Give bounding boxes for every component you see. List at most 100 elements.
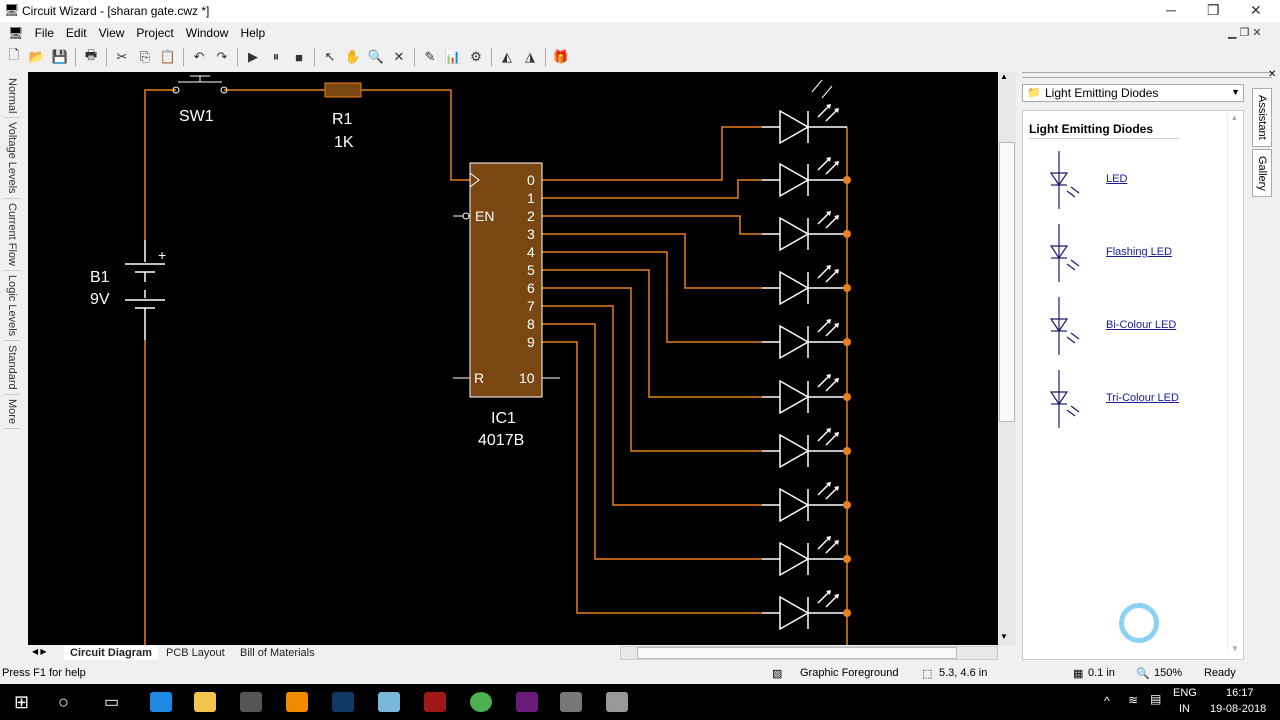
animate-icon[interactable]	[424, 692, 446, 712]
copy-icon[interactable]: ⎘	[139, 49, 151, 64]
doc-icon[interactable]: 🖥	[8, 26, 24, 40]
circuit-wizard-taskbar-icon[interactable]	[560, 692, 582, 712]
character-animator-icon[interactable]	[516, 692, 538, 712]
resistor-value: 1K	[334, 134, 354, 151]
vlc-icon[interactable]	[286, 692, 308, 712]
menu-edit[interactable]: Edit	[65, 26, 87, 40]
open-icon[interactable]: 📂	[28, 49, 46, 64]
clock-input-icon	[469, 172, 480, 188]
photoshop-icon[interactable]	[332, 692, 354, 712]
app-icon-blue[interactable]	[378, 692, 400, 712]
panel-tab-gallery[interactable]: Gallery	[1252, 148, 1272, 198]
tray-chevron-icon[interactable]: ^	[1104, 694, 1110, 708]
search-icon[interactable]: ○	[58, 692, 69, 712]
recorder-icon[interactable]	[606, 692, 628, 712]
save-icon[interactable]: 💾	[51, 49, 69, 64]
chevron-down-icon[interactable]: ▼	[1231, 87, 1240, 97]
menu-file[interactable]: File	[34, 26, 54, 40]
gallery-item-link[interactable]: Bi-Colour LED	[1106, 319, 1177, 331]
probe-icon[interactable]: ✎	[424, 49, 436, 64]
gallery-scrollbar[interactable]: ▲▼	[1227, 113, 1241, 653]
menu-help[interactable]: Help	[240, 26, 266, 40]
zoom-icon[interactable]: 🔍	[367, 49, 385, 64]
category-dropdown[interactable]: 📁 Light Emitting Diodes ▼	[1022, 84, 1244, 102]
led	[762, 428, 847, 469]
task-view-icon[interactable]: ▭	[104, 694, 120, 711]
print-icon[interactable]: 🖶	[84, 47, 98, 62]
gallery-item[interactable]: LED	[1023, 149, 1223, 219]
led	[762, 590, 847, 631]
select-icon[interactable]: ↖	[324, 49, 336, 64]
minimize-button[interactable]: ─	[1166, 2, 1176, 18]
gallery-item-link[interactable]: LED	[1106, 173, 1128, 185]
view-tab-logic-levels[interactable]: Logic Levels	[4, 271, 20, 342]
new-icon[interactable]: 🗋	[8, 47, 20, 62]
vertical-scrollbar[interactable]: ▲ ▼	[998, 72, 1016, 645]
status-bar: Press F1 for help ▨ Graphic Foreground ⬚…	[0, 664, 1280, 684]
windows-start-icon[interactable]: ⊞	[14, 692, 30, 712]
graph-icon[interactable]: 📊	[444, 49, 462, 64]
menu-project[interactable]: Project	[136, 26, 174, 40]
restore-button[interactable]: ❐	[1207, 2, 1220, 18]
toolbar-separator	[75, 48, 76, 66]
view-tab-current-flow[interactable]: Current Flow	[4, 199, 20, 271]
menu-window[interactable]: Window	[185, 26, 229, 40]
circuit-icon[interactable]: ⚙	[470, 49, 482, 64]
gallery-item[interactable]: Bi-Colour LED	[1023, 295, 1223, 365]
tab-bill-of-materials[interactable]: Bill of Materials	[240, 647, 315, 659]
horizontal-scrollbar[interactable]	[620, 646, 998, 660]
output-pin-label: 5	[527, 262, 535, 278]
tab-pcb-layout[interactable]: PCB Layout	[166, 647, 225, 659]
tab-circuit-diagram[interactable]: Circuit Diagram	[64, 646, 158, 660]
wifi-icon[interactable]: ≋	[1128, 693, 1139, 707]
gallery-icon[interactable]: 🎁	[552, 49, 570, 64]
toolbar-separator	[414, 48, 415, 66]
rotate-left-icon[interactable]: ◭	[502, 49, 512, 64]
undo-icon[interactable]: ↶	[193, 49, 205, 64]
gallery-item[interactable]: Flashing LED	[1023, 222, 1223, 292]
paste-icon[interactable]: 📋	[159, 49, 177, 64]
notification-icon[interactable]: ▤	[1150, 692, 1162, 706]
scroll-thumb[interactable]	[999, 142, 1015, 422]
category-value: Light Emitting Diodes	[1045, 86, 1159, 100]
hscroll-thumb[interactable]	[637, 647, 957, 659]
gallery-item-link[interactable]: Tri-Colour LED	[1106, 392, 1179, 404]
pan-hand-icon[interactable]: ✋	[344, 49, 362, 64]
clock-time[interactable]: 16:17	[1226, 687, 1254, 699]
file-explorer-icon[interactable]	[194, 692, 216, 712]
play-icon[interactable]: ▶	[248, 49, 258, 64]
edge-icon[interactable]	[150, 692, 172, 712]
store-icon[interactable]	[240, 692, 262, 712]
chrome-icon[interactable]	[470, 692, 492, 712]
panel-grip[interactable]	[1022, 72, 1272, 78]
pause-icon[interactable]: ⏸	[272, 49, 280, 64]
clock-date[interactable]: 19-08-2018	[1210, 703, 1267, 715]
menu-view[interactable]: View	[98, 26, 125, 40]
view-tab-standard[interactable]: Standard	[4, 341, 20, 395]
rotate-right-icon[interactable]: ◮	[525, 49, 535, 64]
scroll-down-icon[interactable]: ▼	[1000, 632, 1008, 641]
view-tab-normal[interactable]: Normal	[4, 74, 20, 119]
panel-tab-assistant[interactable]: Assistant	[1252, 88, 1272, 147]
cut-icon[interactable]: ✂	[116, 49, 128, 64]
tab-prev-icon[interactable]: ◀ ▶	[32, 647, 47, 656]
gallery-item[interactable]: Tri-Colour LED	[1023, 368, 1223, 438]
close-button[interactable]: ✕	[1250, 2, 1262, 18]
lang-1[interactable]: ENG	[1173, 687, 1197, 699]
switch-actuator	[178, 75, 222, 83]
lang-2[interactable]: IN	[1179, 703, 1190, 715]
view-tab-voltage-levels[interactable]: Voltage Levels	[4, 118, 20, 200]
stop-icon[interactable]: ■	[295, 49, 303, 65]
scroll-up-icon[interactable]: ▲	[1000, 72, 1008, 81]
panel-close-icon[interactable]: ✕	[1268, 69, 1277, 80]
view-tab-more[interactable]: More	[4, 395, 20, 429]
mdi-controls[interactable]: ▁ ❐ ✕	[1228, 27, 1262, 39]
gallery-item-link[interactable]: Flashing LED	[1106, 246, 1173, 258]
redo-icon[interactable]: ↷	[216, 49, 228, 64]
junction-dot	[843, 230, 851, 238]
cursor-busy-indicator	[1119, 603, 1159, 643]
delete-icon[interactable]: ✕	[393, 49, 405, 64]
output-pin-label: 2	[527, 208, 535, 224]
